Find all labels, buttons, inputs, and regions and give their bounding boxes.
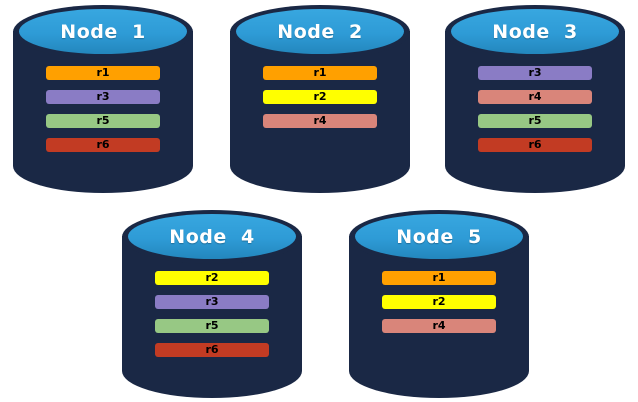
replica-label: r2 xyxy=(313,90,327,103)
replica-label: r3 xyxy=(96,90,110,103)
node-label: Node 5 xyxy=(396,225,482,248)
replica-bar-r3: r3 xyxy=(46,90,160,104)
cylinder-cap: Node 1 xyxy=(19,9,187,54)
replica-list: r2 r3 r5 r6 xyxy=(122,271,302,357)
cylinder-cap: Node 2 xyxy=(236,9,404,54)
replica-label: r1 xyxy=(313,66,327,79)
replica-bar-r2: r2 xyxy=(155,271,269,285)
cylinder-cap: Node 5 xyxy=(355,214,523,259)
node-cylinder-1: Node 1 r1 r3 r5 r6 xyxy=(13,5,193,193)
cylinder-cap: Node 3 xyxy=(451,9,619,54)
replica-label: r6 xyxy=(205,343,219,356)
replica-bar-r2: r2 xyxy=(382,295,496,309)
replica-bar-r6: r6 xyxy=(478,138,592,152)
replica-list: r3 r4 r5 r6 xyxy=(445,66,625,152)
replica-bar-r4: r4 xyxy=(382,319,496,333)
node-label: Node 3 xyxy=(492,20,578,43)
replica-label: r2 xyxy=(205,271,219,284)
node-cylinder-5: Node 5 r1 r2 r4 xyxy=(349,210,529,398)
replica-bar-r1: r1 xyxy=(263,66,377,80)
replica-bar-r4: r4 xyxy=(478,90,592,104)
replica-label: r3 xyxy=(528,66,542,79)
node-label: Node 4 xyxy=(169,225,255,248)
replica-label: r6 xyxy=(528,138,542,151)
replica-bar-r2: r2 xyxy=(263,90,377,104)
replica-bar-r5: r5 xyxy=(478,114,592,128)
replica-label: r4 xyxy=(313,114,327,127)
replica-list: r1 r3 r5 r6 xyxy=(13,66,193,152)
replica-label: r1 xyxy=(96,66,110,79)
node-cylinder-4: Node 4 r2 r3 r5 r6 xyxy=(122,210,302,398)
replica-bar-r6: r6 xyxy=(155,343,269,357)
replica-label: r4 xyxy=(432,319,446,332)
replica-label: r5 xyxy=(528,114,542,127)
node-label: Node 1 xyxy=(60,20,146,43)
replica-bar-r5: r5 xyxy=(46,114,160,128)
replica-bar-r3: r3 xyxy=(478,66,592,80)
replica-label: r1 xyxy=(432,271,446,284)
replica-bar-r4: r4 xyxy=(263,114,377,128)
node-cylinder-2: Node 2 r1 r2 r4 xyxy=(230,5,410,193)
replica-label: r6 xyxy=(96,138,110,151)
replica-bar-r6: r6 xyxy=(46,138,160,152)
replica-bar-r1: r1 xyxy=(46,66,160,80)
replica-label: r5 xyxy=(96,114,110,127)
replica-label: r5 xyxy=(205,319,219,332)
replica-bar-r1: r1 xyxy=(382,271,496,285)
replica-bar-r3: r3 xyxy=(155,295,269,309)
replica-label: r4 xyxy=(528,90,542,103)
node-cylinder-3: Node 3 r3 r4 r5 r6 xyxy=(445,5,625,193)
replica-list: r1 r2 r4 xyxy=(349,271,529,333)
replica-bar-r5: r5 xyxy=(155,319,269,333)
replica-list: r1 r2 r4 xyxy=(230,66,410,128)
replica-label: r3 xyxy=(205,295,219,308)
replica-label: r2 xyxy=(432,295,446,308)
node-label: Node 2 xyxy=(277,20,363,43)
cylinder-cap: Node 4 xyxy=(128,214,296,259)
